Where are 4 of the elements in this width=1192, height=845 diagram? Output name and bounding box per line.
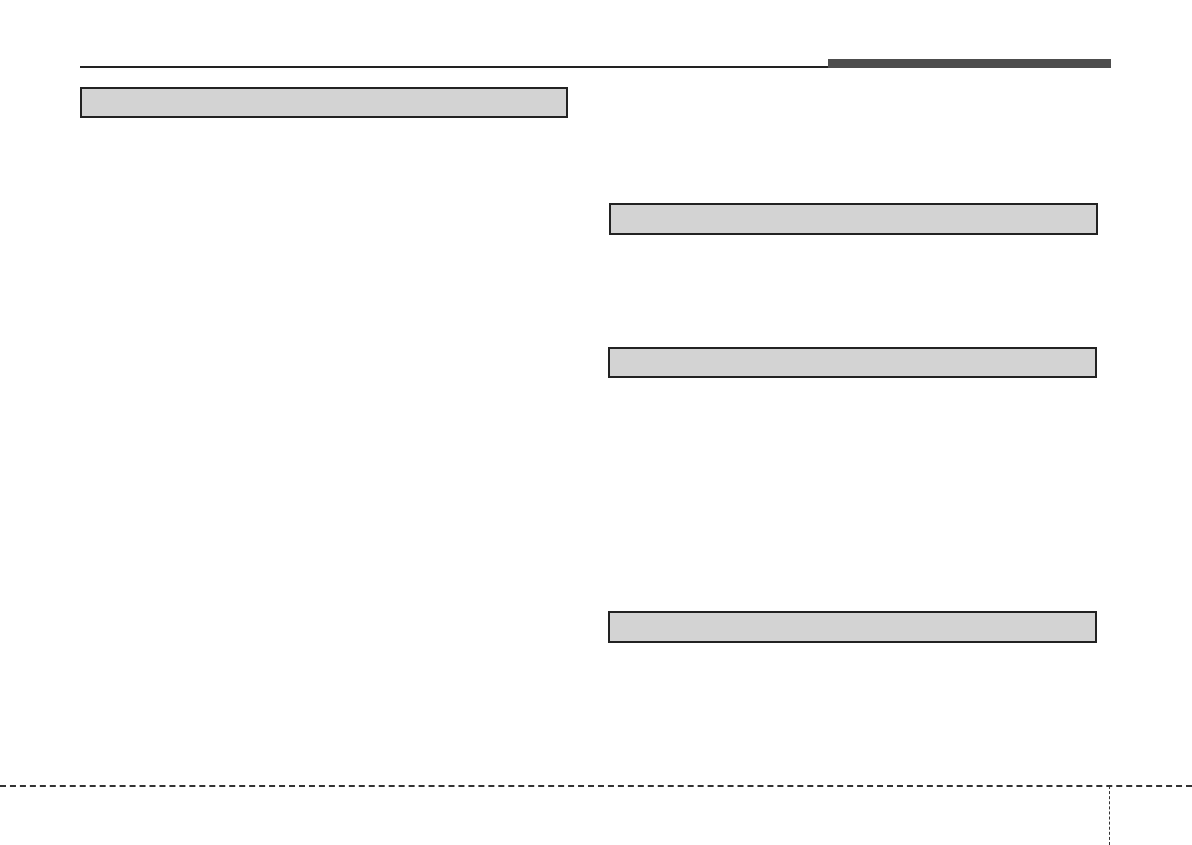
heading-box bbox=[608, 347, 1097, 378]
heading-box bbox=[609, 203, 1098, 235]
heading-box bbox=[608, 611, 1097, 643]
heading-box bbox=[80, 87, 568, 118]
